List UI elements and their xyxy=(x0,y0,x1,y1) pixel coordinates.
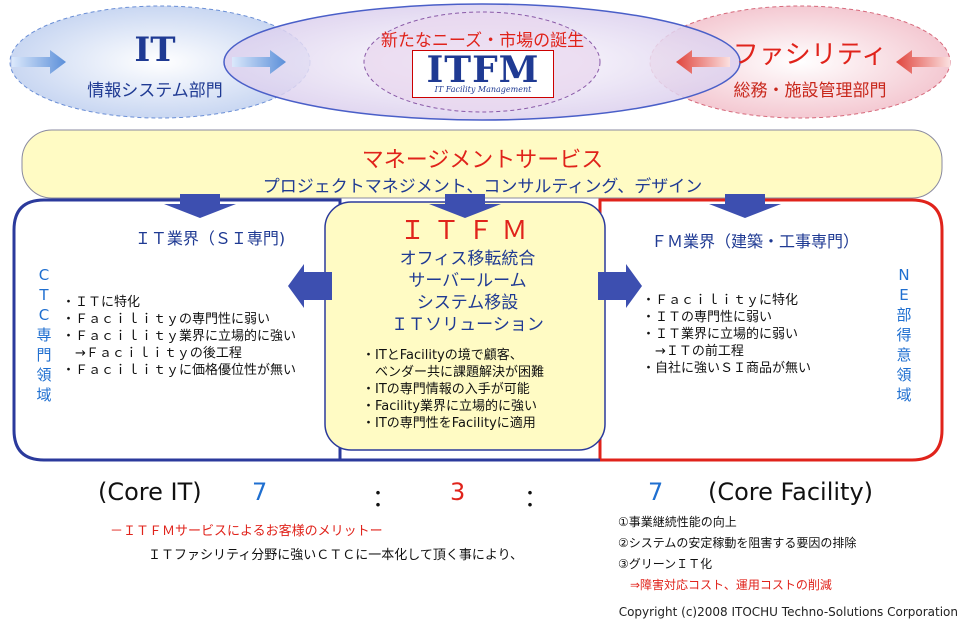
benefit-title: －ＩＴＦＭサービスによるお客様のメリットー xyxy=(110,524,383,539)
service-item: オフィス移転統合 xyxy=(399,249,536,269)
arrow-right-2 xyxy=(676,50,730,74)
ratio-it-value: 7 xyxy=(252,478,268,506)
itfm-bullets: ・ITとFacilityの境で顧客、 ベンダー共に課題解決が困難 ・ITの専門情… xyxy=(362,347,544,432)
merit-list: ①事業継続性能の向上 ②システムの安定稼動を阻害する要因の排除 ③グリーンＩＴ化… xyxy=(618,512,856,596)
list-item: ・ＩＴに特化 xyxy=(62,295,141,310)
service-item: サーバールーム xyxy=(408,271,527,291)
side-arrow-right xyxy=(598,264,642,308)
list-item: →ＩＴの前工程 xyxy=(642,344,744,359)
down-arrow-left xyxy=(164,194,236,218)
service-item: システム移設 xyxy=(416,293,519,313)
it-industry-heading: ＩＴ業界（ＳＩ専門) xyxy=(134,229,286,248)
list-item: ②システムの安定稼動を阻害する要因の排除 xyxy=(618,536,857,550)
list-item: ・Facility業界に立場的に強い xyxy=(362,399,538,414)
list-item: ①事業継続性能の向上 xyxy=(618,515,737,529)
itfm-heading: ＩＴＦＭ xyxy=(399,216,536,246)
fm-industry-heading: ＦＭ業界（建築・工事専門） xyxy=(650,232,859,251)
benefit-text: ＩＴファシリティ分野に強いＣＴＣに一本化して頂く事により、 xyxy=(148,548,524,563)
list-item: ・自社に強いＳＩ商品が無い xyxy=(642,361,812,376)
copyright: Copyright (c)2008 ITOCHU Techno-Solution… xyxy=(618,605,958,619)
ratio-colon: ： xyxy=(372,484,396,512)
management-title: マネージメントサービス xyxy=(361,148,604,173)
facility-subtitle: 総務・施設管理部門 xyxy=(733,81,887,101)
list-item: ・Ｆａｃｉｌｉｔｙ業界に立場的に強い xyxy=(62,329,297,344)
arrow-left-1 xyxy=(12,50,66,74)
arrow-right-1 xyxy=(896,50,950,74)
it-industry-list: ・ＩＴに特化 ・Ｆａｃｉｌｉｔｙの専門性に弱い ・Ｆａｃｉｌｉｔｙ業界に立場的に… xyxy=(62,294,296,379)
list-item: ・Ｆａｃｉｌｉｔｙに特化 xyxy=(642,293,799,308)
list-item: ・Ｆａｃｉｌｉｔｙに価格優位性が無い xyxy=(62,363,297,378)
core-it-label: (Core IT) xyxy=(98,478,202,506)
logo-main-text: ITFM xyxy=(426,49,540,91)
list-item: ・Ｆａｃｉｌｉｔｙの専門性に弱い xyxy=(62,312,271,327)
list-item: ・ITとFacilityの境で顧客、 xyxy=(362,348,523,363)
merit-result: ⇒障害対応コスト、運用コストの削減 xyxy=(630,578,832,592)
list-item: ・ＩＴの専門性に弱い xyxy=(642,310,773,325)
management-subtitle: プロジェクトマネジメント、コンサルティング、デザイン xyxy=(262,177,703,197)
side-arrow-left xyxy=(288,264,332,308)
arrow-left-2 xyxy=(232,50,286,74)
new-needs-label: 新たなニーズ・市場の誕生 xyxy=(380,31,585,51)
it-title: IT xyxy=(134,30,176,70)
ratio-colon: ： xyxy=(524,484,548,512)
list-item: →Ｆａｃｉｌｉｔｙの後工程 xyxy=(62,346,242,361)
ratio-facility-value: 7 xyxy=(648,478,664,506)
itfm-logo: ITFM IT Facility Management xyxy=(412,50,554,98)
list-item: ベンダー共に課題解決が困難 xyxy=(362,365,545,380)
list-item: ③グリーンＩＴ化 xyxy=(618,557,713,571)
facility-title: ファシリティ xyxy=(732,40,888,70)
service-item: ＩＴソリューション xyxy=(391,315,544,335)
fm-industry-list: ・Ｆａｃｉｌｉｔｙに特化 ・ＩＴの専門性に弱い ・ＩＴ業界に立場的に弱い →ＩＴ… xyxy=(642,292,811,377)
core-facility-label: (Core Facility) xyxy=(708,478,874,506)
down-arrow-right xyxy=(709,194,781,218)
ratio-itfm-value: 3 xyxy=(450,478,466,506)
itfm-services: オフィス移転統合 サーバールーム システム移設 ＩＴソリューション xyxy=(330,248,605,336)
list-item: ・ITの専門情報の入手が可能 xyxy=(362,382,530,397)
list-item: ・ＩＴ業界に立場的に弱い xyxy=(642,327,799,342)
list-item: ・ITの専門性をFacilityに適用 xyxy=(362,416,536,431)
logo-sub-text: IT Facility Management xyxy=(434,85,532,94)
down-arrow-center xyxy=(429,194,501,218)
it-subtitle: 情報システム部門 xyxy=(87,81,223,101)
right-frame xyxy=(598,198,944,462)
